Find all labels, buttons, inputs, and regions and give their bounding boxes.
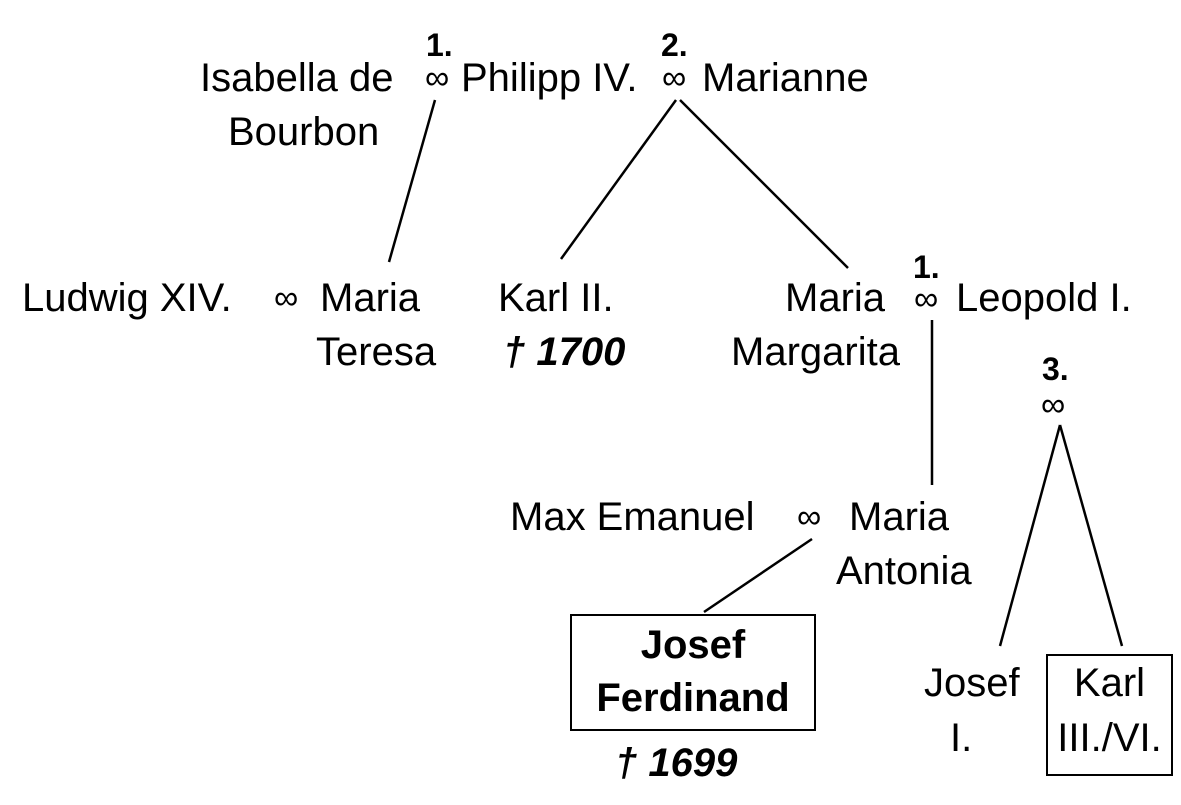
marriage-number: 1.: [913, 249, 940, 285]
isabella-name-line1: Isabella de: [200, 56, 394, 100]
line-max-emanuel-to-josef-ferdinand: [703, 537, 813, 614]
marriage-symbol: ∞: [274, 279, 299, 317]
karl3-line1: Karl: [1073, 661, 1146, 705]
josef1-line2: I.: [950, 716, 973, 760]
maria-antonia-line1: Maria: [849, 495, 950, 539]
josef-ferdinand-line2: Ferdinand: [596, 676, 790, 720]
josef-ferdinand-death: † 1699: [615, 741, 738, 785]
ludwig-name: Ludwig XIV.: [22, 276, 232, 320]
karl2-death: † 1700: [503, 330, 626, 374]
marriage-number: 1.: [426, 27, 453, 63]
marriage-symbol: ∞: [1041, 386, 1066, 424]
marianne-name: Marianne: [702, 56, 869, 100]
marriage-symbol: ∞: [425, 59, 450, 97]
maria-teresa-line2: Teresa: [316, 330, 437, 374]
josef-ferdinand-line1: Josef: [640, 623, 746, 667]
marriage-number: 2.: [661, 27, 688, 63]
maria-teresa-line1: Maria: [320, 276, 421, 320]
marriage-symbol: ∞: [914, 280, 939, 318]
marriage-symbol: ∞: [797, 498, 822, 536]
marriage-number: 3.: [1042, 351, 1069, 387]
line-leopold-to-josef1: [998, 424, 1062, 647]
maria-margarita-line2: Margarita: [731, 330, 900, 374]
karl2-name: Karl II.: [498, 276, 614, 320]
karl3-line2: III./VI.: [1057, 716, 1162, 760]
josef-ferdinand-box: [570, 614, 816, 731]
philipp-name: Philipp IV.: [461, 56, 638, 100]
maria-margarita-line1: Maria: [785, 276, 886, 320]
max-emanuel-name: Max Emanuel: [510, 495, 755, 539]
leopold-name: Leopold I.: [956, 276, 1132, 320]
line-isabella-to-maria-teresa: [387, 99, 437, 263]
line-marianne-to-karl2: [559, 99, 678, 260]
line-leopold-to-karl3: [1058, 424, 1124, 647]
marriage-symbol: ∞: [662, 59, 687, 97]
josef1-line1: Josef: [924, 661, 1020, 705]
isabella-name-line2: Bourbon: [228, 110, 380, 154]
line-marianne-to-maria-margarita: [679, 99, 849, 269]
karl3-box: [1046, 654, 1173, 776]
maria-antonia-line2: Antonia: [836, 549, 972, 593]
